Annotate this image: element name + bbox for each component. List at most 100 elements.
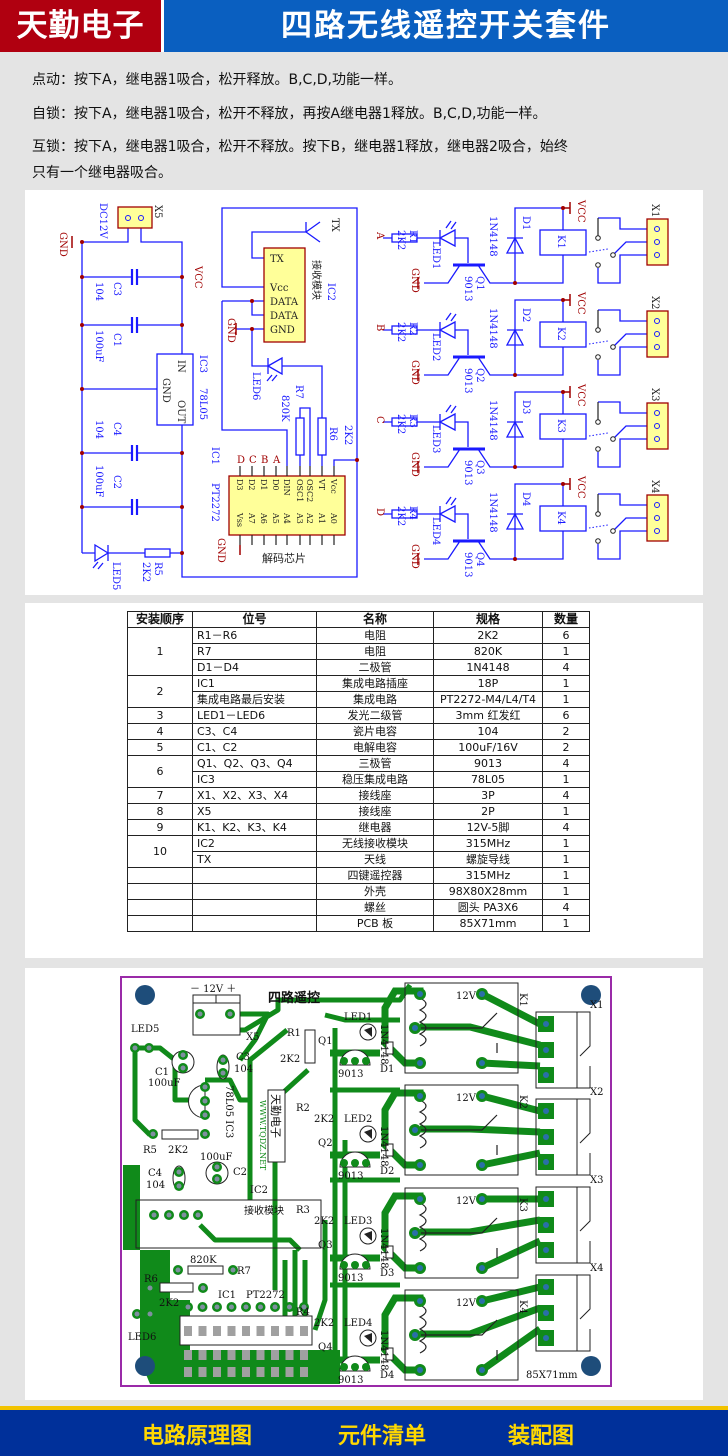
relay-link [588, 432, 609, 437]
cell-spec: 98X80X28mm [433, 883, 543, 900]
pcb-label: D3 [380, 1268, 394, 1279]
relay-pad-hole [479, 1196, 485, 1202]
ic1-pin-label: D3 [235, 479, 244, 491]
cell-name: 稳压集成电路 [316, 771, 434, 788]
mounting-hole-icon [135, 985, 155, 1005]
ic1-socket-pin [271, 1350, 279, 1360]
cell-spec: 85X71mm [433, 915, 543, 932]
ic1-pad-hole [185, 1304, 191, 1310]
gnd-label: GND [57, 232, 68, 257]
relay-pad-hole [417, 1060, 423, 1066]
cell-qty: 6 [542, 627, 590, 644]
pcb-ic1-part: PT2272 [246, 1290, 285, 1301]
pcb-ic3-label: 78L05 IC3 [223, 1085, 234, 1138]
channel-label: Q4 [474, 552, 485, 567]
pcb-r5-value: 2K2 [168, 1145, 188, 1156]
ic3-part: 78L05 [197, 388, 208, 420]
ic3-gnd-pin: GND [160, 378, 171, 403]
cell-qty: 4 [542, 819, 590, 836]
terminal-connector [646, 218, 669, 266]
terminal-pad-hole [543, 1021, 549, 1027]
column-header: 名称 [316, 611, 434, 628]
cell-designator: TX [192, 851, 317, 868]
footer: 电路原理图 元件清单 装配图 [0, 1410, 728, 1456]
pcb-c3-value: 104 [234, 1064, 253, 1075]
ic1-pin-label: VT [317, 478, 326, 491]
cell-order [127, 883, 193, 900]
r5-resistor [144, 548, 171, 558]
channel-label: GND [409, 268, 420, 293]
pcb-pad-hole [200, 1285, 206, 1291]
vcc-label: VCC [192, 265, 203, 289]
pcb-r7-value: 820K [190, 1255, 217, 1266]
led5-icon [92, 543, 110, 570]
diode-icon [505, 328, 525, 346]
ic1-socket-pin [242, 1367, 250, 1377]
cell-name: 接线座 [316, 787, 434, 804]
cell-designator [192, 867, 317, 884]
cell-name: 继电器 [316, 819, 434, 836]
c1-value: 100uF [93, 330, 104, 363]
channel-label: VCC [575, 291, 586, 315]
cell-name: 发光二级管 [316, 707, 434, 724]
pcb-pad-hole [146, 1045, 152, 1051]
led5-label: LED5 [110, 562, 121, 590]
channel-label: 9013 [462, 368, 473, 393]
dc12v-label: DC12V [97, 203, 108, 239]
relay-pad-hole [417, 1265, 423, 1271]
ic1-output-label: B [261, 455, 268, 466]
ic3-out-pin: OUT [175, 400, 186, 424]
ic2-pin-label: GND [270, 325, 295, 336]
cell-spec: PT2272-M4/L4/T4 [433, 691, 543, 708]
pcb-c2-label: C2 [233, 1167, 247, 1178]
cell-spec: 104 [433, 723, 543, 740]
ic1-label: IC1 [209, 447, 220, 465]
cell-order: 6 [127, 755, 193, 788]
relay-pad-hole [479, 991, 485, 997]
mounting-hole-icon [135, 1356, 155, 1376]
cell-designator: X1、X2、X3、X4 [192, 787, 317, 804]
r7-resistor [295, 417, 305, 456]
ic1-pins [239, 466, 335, 545]
ic1-socket-pin [184, 1350, 192, 1360]
cell-qty: 6 [542, 707, 590, 724]
cell-name: 集成电路 [316, 691, 434, 708]
pcb-led6-label: LED6 [128, 1332, 156, 1343]
relay-trace [330, 987, 542, 1070]
pcb-label: 2K2 [314, 1318, 334, 1329]
ic1-pin-label: A1 [317, 512, 326, 524]
capacitor-plates [130, 269, 139, 515]
ic1-socket-pin [300, 1367, 308, 1377]
cell-qty: 4 [542, 899, 590, 916]
cell-spec: 3P [433, 787, 543, 804]
ic1-pin-label: Vss [235, 512, 244, 527]
cell-designator: 集成电路最后安装 [192, 691, 317, 708]
page-title: 四路无线遥控开关套件 [164, 0, 728, 52]
ic1-socket-pin [285, 1367, 294, 1377]
r6-outline [159, 1282, 194, 1293]
channel-label: C [374, 416, 385, 424]
relay-link [588, 340, 609, 345]
junction-dots [80, 240, 359, 555]
channel-label: D1 [520, 216, 531, 230]
terminal-pin [654, 423, 660, 429]
channel-label: R1 [407, 230, 418, 244]
x5-connector [117, 206, 153, 229]
diode-icon [505, 420, 525, 438]
channel-label: 2K2 [395, 506, 406, 526]
receiver-module-outline [135, 1199, 322, 1249]
pcb-pad [340, 1159, 348, 1167]
cell-spec: 螺旋导线 [433, 851, 543, 868]
cell-name: 三极管 [316, 755, 434, 772]
c2-label: C2 [111, 475, 122, 489]
pcb-r6-value: 2K2 [159, 1298, 179, 1309]
cell-name: 螺丝 [316, 899, 434, 916]
footer-bom-label: 元件清单 [338, 1424, 427, 1449]
r7-value: 820K [279, 395, 290, 422]
ic1-pin-label: A4 [282, 512, 291, 524]
pcb-c4-label: C4 [148, 1168, 162, 1179]
